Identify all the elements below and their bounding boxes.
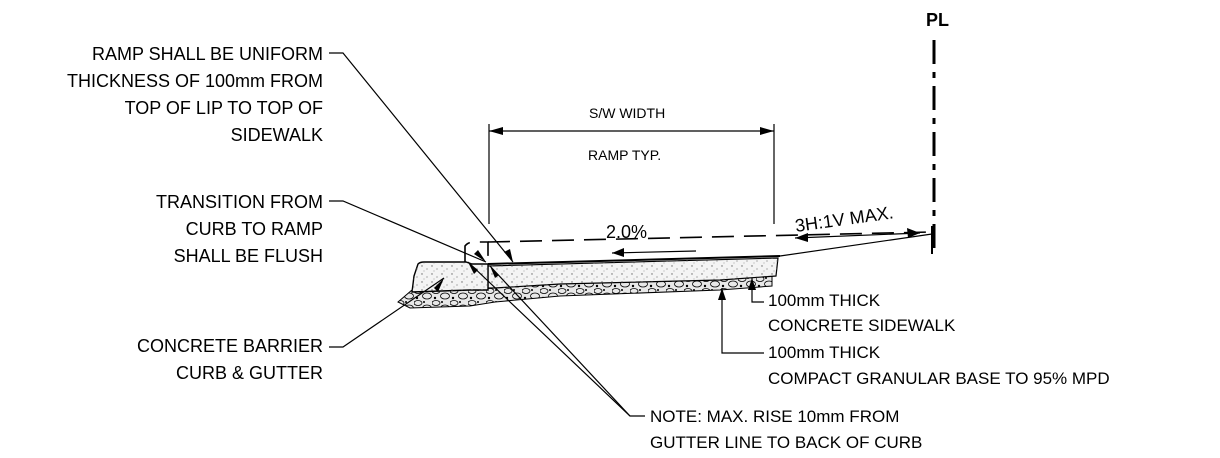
dimension-top-label: S/W WIDTH xyxy=(589,105,665,121)
max-slope-label: 3H:1V MAX. xyxy=(794,202,895,236)
grade-line xyxy=(487,231,933,243)
svg-text:GUTTER LINE TO BACK OF CURB: GUTTER LINE TO BACK OF CURB xyxy=(650,433,922,452)
callout-sidewalk: 100mm THICK CONCRETE SIDEWALK xyxy=(768,291,956,335)
svg-text:NOTE: MAX. RISE 10mm FROM: NOTE: MAX. RISE 10mm FROM xyxy=(650,407,899,426)
svg-text:CONCRETE SIDEWALK: CONCRETE SIDEWALK xyxy=(768,316,956,335)
svg-text:COMPACT GRANULAR BASE TO 95% M: COMPACT GRANULAR BASE TO 95% MPD xyxy=(768,369,1110,388)
callout-ramp-thickness: RAMP SHALL BE UNIFORM THICKNESS OF 100mm… xyxy=(67,44,323,145)
dimension-bottom-label: RAMP TYP. xyxy=(588,147,661,163)
svg-text:SIDEWALK: SIDEWALK xyxy=(231,125,323,145)
svg-text:TRANSITION FROM: TRANSITION FROM xyxy=(156,192,323,212)
svg-text:CURB & GUTTER: CURB & GUTTER xyxy=(176,363,323,383)
svg-text:100mm THICK: 100mm THICK xyxy=(768,291,881,310)
svg-text:CONCRETE BARRIER: CONCRETE BARRIER xyxy=(137,336,323,356)
leader-ramp-thickness xyxy=(329,52,514,263)
leader-note-b xyxy=(489,265,631,417)
leader-transition xyxy=(329,200,487,263)
svg-text:THICKNESS OF 100mm FROM: THICKNESS OF 100mm FROM xyxy=(67,71,323,91)
svg-text:TOP OF LIP TO TOP OF: TOP OF LIP TO TOP OF xyxy=(125,98,323,118)
existing-curb-outline xyxy=(464,241,489,262)
svg-text:100mm THICK: 100mm THICK xyxy=(768,343,881,362)
slope-label: 2.0% xyxy=(606,222,647,242)
leader-base xyxy=(721,288,764,354)
callout-base: 100mm THICK COMPACT GRANULAR BASE TO 95%… xyxy=(768,343,1110,388)
callout-curb: CONCRETE BARRIER CURB & GUTTER xyxy=(137,336,323,383)
svg-text:RAMP SHALL BE UNIFORM: RAMP SHALL BE UNIFORM xyxy=(92,44,323,64)
leader-curb xyxy=(329,277,445,348)
property-line-symbol: PL xyxy=(926,10,949,30)
callout-note: NOTE: MAX. RISE 10mm FROM GUTTER LINE TO… xyxy=(650,407,922,452)
callout-transition: TRANSITION FROM CURB TO RAMP SHALL BE FL… xyxy=(156,192,323,266)
svg-text:SHALL BE FLUSH: SHALL BE FLUSH xyxy=(174,246,323,266)
svg-text:CURB TO RAMP: CURB TO RAMP xyxy=(186,219,323,239)
